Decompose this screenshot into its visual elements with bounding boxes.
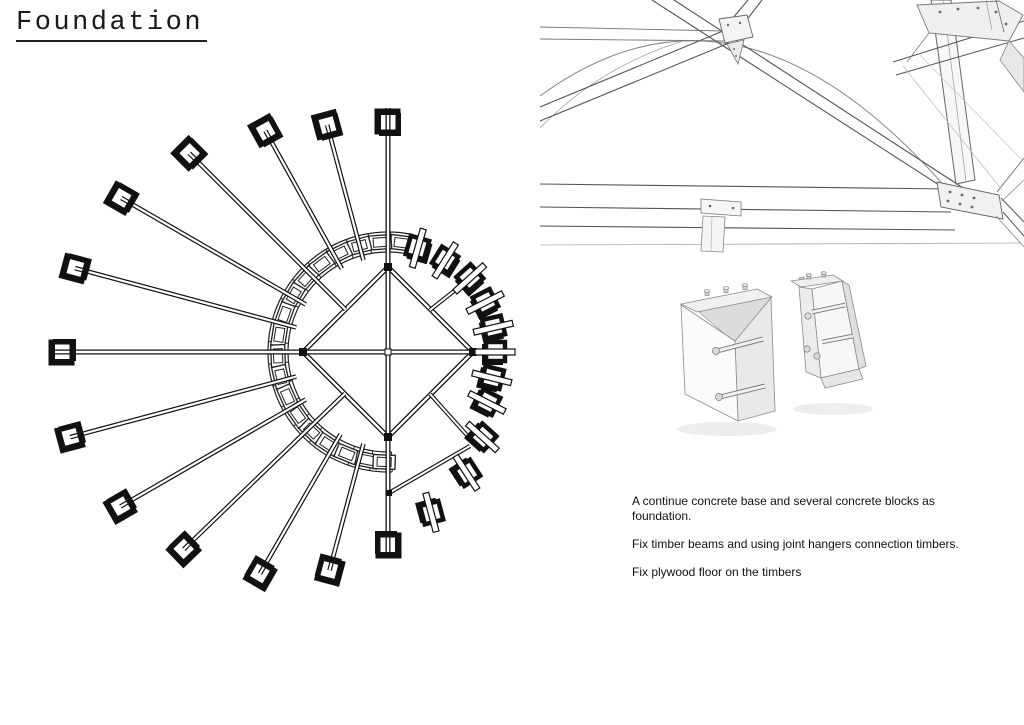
joint-node <box>469 348 477 356</box>
ring-block <box>333 442 361 466</box>
concrete-block-with-stub <box>464 420 501 454</box>
right-post-cluster <box>930 0 1024 248</box>
concrete-end-block <box>170 134 209 172</box>
ring-block <box>372 453 397 470</box>
annotation-notes: A continue concrete base and several con… <box>632 494 980 593</box>
concrete-block-with-stub <box>470 363 513 393</box>
concrete-end-block <box>246 112 284 149</box>
stub-beam <box>428 392 475 444</box>
concrete-end-block <box>58 252 92 285</box>
concrete-block-with-stub <box>452 261 488 297</box>
note-timber-beams: Fix timber beams and using joint hangers… <box>632 537 959 551</box>
foundation-plan-drawing <box>48 108 516 593</box>
center-node <box>384 348 392 356</box>
concrete-block-with-stub <box>428 241 462 280</box>
concrete-end-block <box>375 531 402 559</box>
radial-beam <box>120 196 307 307</box>
radial-beam <box>327 443 366 571</box>
concrete-end-block <box>102 488 138 525</box>
concrete-end-block <box>374 108 401 136</box>
concrete-block-with-stub <box>472 313 515 344</box>
concrete-end-block <box>102 180 140 216</box>
radial-beam <box>187 151 348 312</box>
joint-hanger-left <box>677 283 777 436</box>
radial-beam <box>74 265 297 330</box>
flange-bolts <box>703 283 749 296</box>
through-rods <box>803 302 854 360</box>
page-title: Foundation <box>16 8 208 42</box>
timber-frame-perspective-drawing <box>540 0 1024 253</box>
concrete-block-with-stub <box>474 339 516 365</box>
cross-brace-beams <box>540 0 978 204</box>
hanger-on-chord <box>700 198 742 253</box>
joint-hanger-right <box>789 271 873 415</box>
note-foundation: A continue concrete base and several con… <box>632 494 935 523</box>
joint-node <box>299 348 307 356</box>
note-plywood-floor: Fix plywood floor on the timbers <box>632 565 802 579</box>
concrete-end-block <box>313 553 346 587</box>
concrete-end-block <box>310 108 344 141</box>
flange-bolts <box>805 271 827 280</box>
radial-beam <box>69 374 297 440</box>
radial-beam <box>119 397 307 509</box>
concrete-end-block <box>48 339 76 366</box>
radial-beam <box>324 124 366 261</box>
concrete-block-with-stub <box>402 227 433 269</box>
joint-node <box>384 433 392 441</box>
bottom-chord-beams <box>540 183 1021 246</box>
concrete-block-with-stub <box>448 453 484 493</box>
joint-node <box>386 490 392 496</box>
concrete-block-with-stub <box>465 286 506 321</box>
concrete-block-with-stub <box>466 386 507 418</box>
cross-joint-bracket <box>718 14 754 66</box>
joint-hanger-renders <box>677 271 873 436</box>
ring-block <box>270 343 287 368</box>
radial-beam <box>182 392 347 551</box>
background-arcs <box>540 39 954 197</box>
top-corner-cluster <box>892 0 1024 191</box>
concrete-end-block <box>53 420 87 454</box>
joint-node <box>384 263 392 271</box>
concrete-block-with-stub <box>415 491 446 534</box>
stub-beam <box>387 444 472 495</box>
radial-beam <box>258 433 343 575</box>
radial-beam <box>263 129 344 271</box>
through-rods <box>712 336 766 401</box>
concrete-end-block <box>165 530 203 569</box>
concrete-end-block <box>242 555 278 593</box>
